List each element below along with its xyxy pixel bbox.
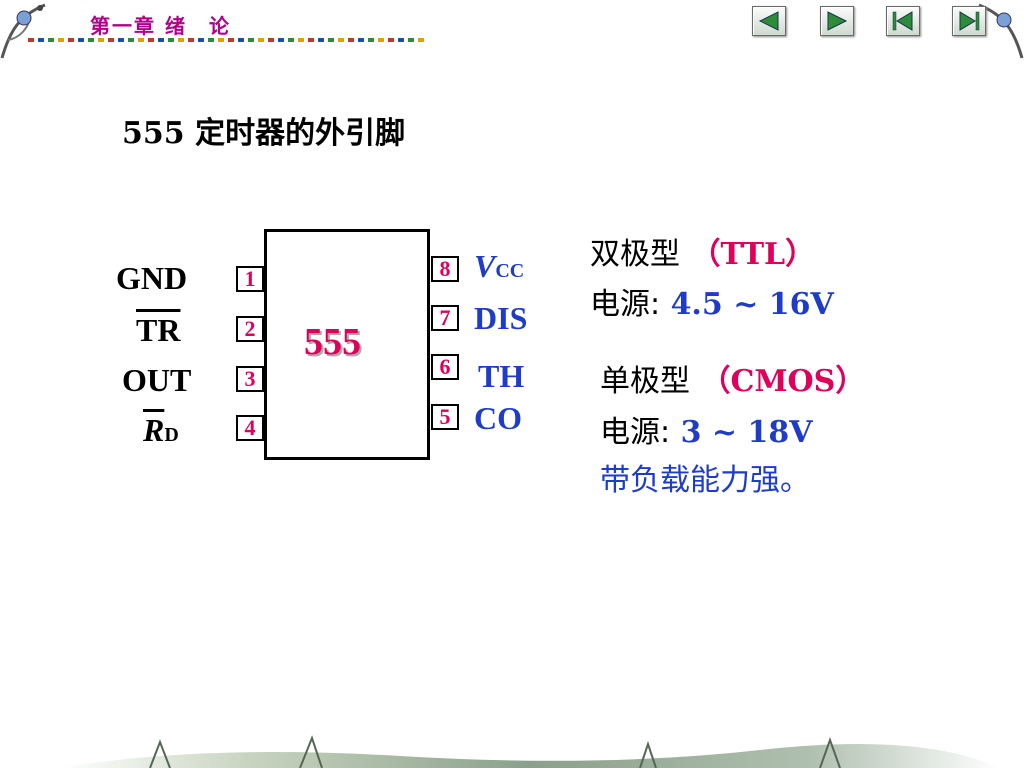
chip-label: 555 — [304, 321, 361, 363]
pin-5: 5 — [431, 404, 459, 430]
bipolar-tag: （TTL） — [690, 237, 816, 272]
pin-name-co: CO — [474, 400, 522, 436]
load-note: 带负载能力强。 — [600, 463, 810, 498]
triangle-left-icon — [758, 11, 779, 31]
bipolar-supply-value: 4.5 ~ 16V — [670, 287, 834, 322]
pin-1: 1 — [236, 266, 264, 292]
pin-name-vcc: VCC — [474, 250, 524, 282]
bipolar-supply-line: 电源: 4.5 ~ 16V — [590, 290, 834, 320]
pin-name-rd-sub: D — [164, 424, 179, 446]
first-slide-button[interactable] — [886, 6, 920, 36]
previous-slide-button[interactable] — [752, 6, 786, 36]
skip-first-icon — [892, 11, 913, 31]
pin-name-vcc-sub: CC — [495, 260, 525, 282]
bipolar-supply-label: 电源: — [590, 287, 661, 322]
landscape-footer-decoration — [60, 735, 1000, 768]
pin-name-tr: TR — [136, 312, 181, 348]
skip-last-icon — [959, 11, 980, 31]
pin-name-rd-main: R — [143, 412, 165, 448]
pin-2: 2 — [236, 316, 264, 342]
slide-title: 555 定时器的外引脚 — [122, 116, 406, 151]
cmos-supply-line: 电源: 3 ~ 18V — [600, 418, 813, 448]
chapter-title: 第一章 绪 论 — [90, 14, 231, 38]
pin-name-vcc-main: V — [474, 248, 496, 284]
cmos-type-line: 单极型 （CMOS） — [600, 367, 865, 397]
cmos-supply-label: 电源: — [600, 415, 671, 450]
load-note-line: 带负载能力强。 — [600, 466, 810, 496]
last-slide-button[interactable] — [952, 6, 986, 36]
chip-body — [264, 229, 430, 460]
pin-6: 6 — [431, 354, 459, 380]
pin-name-gnd: GND — [116, 260, 188, 296]
pin-7: 7 — [431, 305, 459, 331]
pin-8: 8 — [431, 256, 459, 282]
cmos-supply-value: 3 ~ 18V — [680, 415, 813, 450]
triangle-right-icon — [827, 11, 848, 31]
pin-name-out: OUT — [122, 362, 192, 398]
pin-name-rd: RD — [143, 414, 179, 446]
cmos-tag: （CMOS） — [700, 364, 866, 399]
pin-name-dis: DIS — [474, 300, 528, 336]
cmos-type: 单极型 — [600, 364, 690, 399]
floral-corner-left-icon — [0, 3, 46, 59]
pin-name-th: TH — [478, 358, 525, 394]
pin-3: 3 — [236, 366, 264, 392]
bipolar-type: 双极型 — [590, 237, 680, 272]
next-slide-button[interactable] — [820, 6, 854, 36]
decorative-dashed-line — [28, 38, 428, 42]
bipolar-type-line: 双极型 （TTL） — [590, 240, 815, 270]
pin-4: 4 — [236, 415, 264, 441]
